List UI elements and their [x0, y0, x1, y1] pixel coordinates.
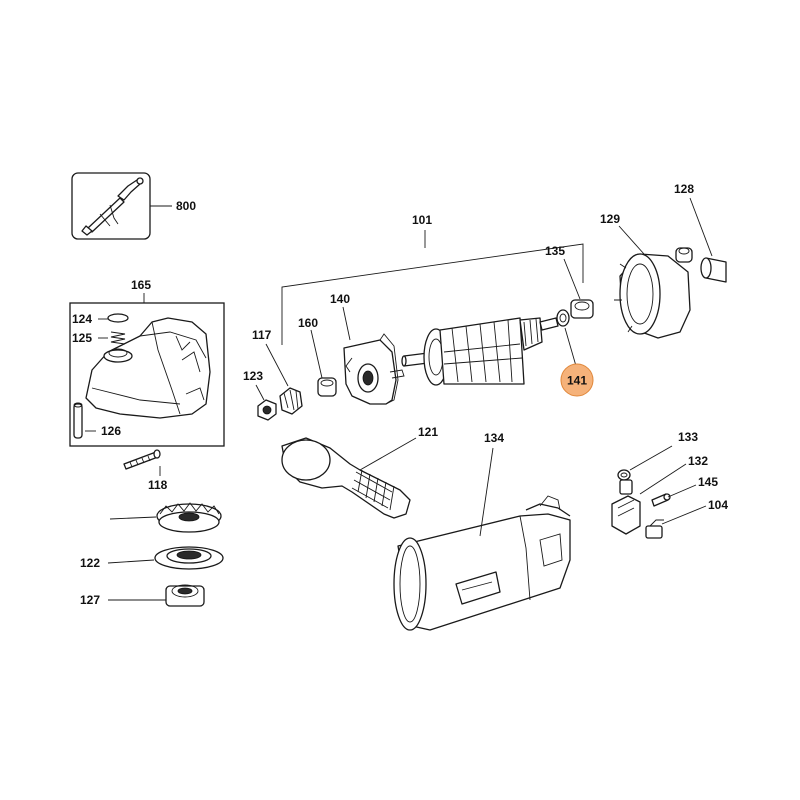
label-126: 126: [101, 424, 121, 438]
washer-141: 141: [556, 309, 594, 397]
end-cap-129: 129: [600, 212, 691, 339]
label-123: 123: [243, 369, 263, 383]
armature: [401, 317, 559, 386]
bevel-gear: [109, 502, 222, 533]
label-132: 132: [688, 454, 708, 468]
screw-145: 145: [651, 475, 718, 507]
label-124: 124: [72, 312, 92, 326]
pinion-117: 117: [252, 328, 303, 415]
label-127: 127: [80, 593, 100, 607]
label-140: 140: [330, 292, 350, 306]
label-129: 129: [600, 212, 620, 226]
ring-133: 133: [617, 430, 698, 481]
pin-126: [73, 402, 83, 439]
label-145: 145: [698, 475, 718, 489]
label-135: 135: [545, 244, 565, 258]
spanner-wrench-icon: [81, 177, 144, 236]
gearbox-housing-group-165: 165 124 125 126: [69, 278, 225, 447]
armature-assembly-bracket-101: 101: [281, 213, 584, 345]
bearing-135: 135: [545, 244, 594, 319]
spring-125: [110, 331, 126, 345]
side-handle-121: 121: [281, 425, 438, 519]
label-141: 141: [567, 374, 587, 388]
label-101: 101: [412, 213, 432, 227]
inset-tool-800: 800: [71, 172, 196, 240]
label-133: 133: [678, 430, 698, 444]
nut-123: 123: [243, 369, 277, 421]
bearing-127: 127: [80, 584, 205, 607]
o-ring-124: [107, 313, 129, 323]
label-165: 165: [131, 278, 151, 292]
label-122: 122: [80, 556, 100, 570]
label-134: 134: [484, 431, 504, 445]
label-121: 121: [418, 425, 438, 439]
carbon-brush-104: 104: [645, 498, 728, 539]
baffle-plate-140: 140: [330, 292, 405, 405]
motor-housing-134: 134: [393, 431, 571, 631]
label-104: 104: [708, 498, 728, 512]
spacer: [675, 247, 693, 263]
label-128: 128: [674, 182, 694, 196]
brush-holder-132: 132: [611, 454, 708, 535]
label-160: 160: [298, 316, 318, 330]
label-125: 125: [72, 331, 92, 345]
label-118: 118: [148, 478, 168, 492]
sleeve-128: 128: [674, 182, 727, 283]
bearing-160: 160: [298, 316, 337, 397]
label-117: 117: [252, 328, 272, 342]
highlight-marker-141: [560, 363, 594, 397]
gear-housing: [85, 317, 211, 419]
screw-118: 118: [123, 449, 168, 492]
label-800: 800: [176, 199, 196, 213]
flange-washer-122: 122: [80, 546, 224, 570]
